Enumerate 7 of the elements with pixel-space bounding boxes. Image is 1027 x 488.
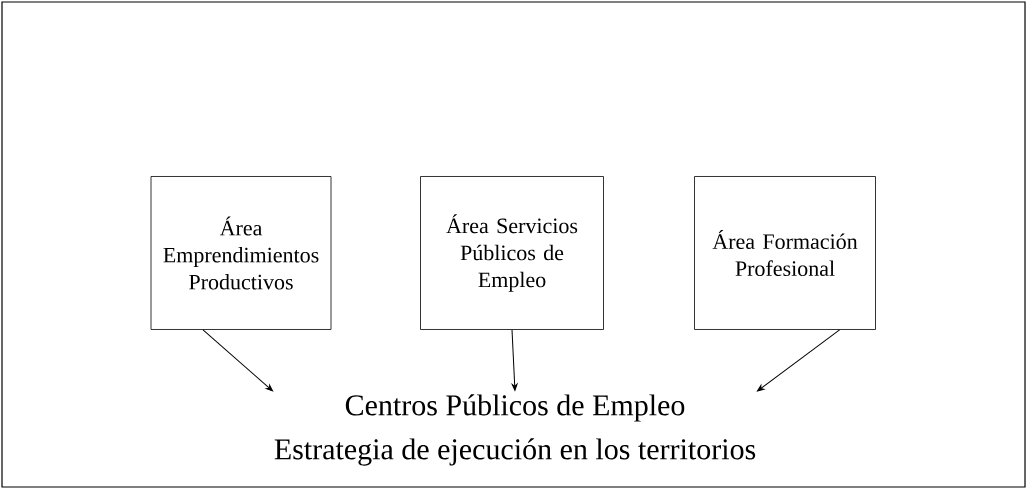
process-box: Área Servicios Públicos de Empleo <box>420 176 604 330</box>
arrow <box>202 329 274 392</box>
arrow <box>756 329 841 392</box>
arrow <box>511 329 518 391</box>
result-text: Centros Públicos de Empleo Estrategia de ejecución en los territorios <box>274 394 756 466</box>
process-box: Área Emprendimientos Productivos <box>150 176 332 330</box>
process-box: Área Formación Profesional <box>694 176 876 330</box>
